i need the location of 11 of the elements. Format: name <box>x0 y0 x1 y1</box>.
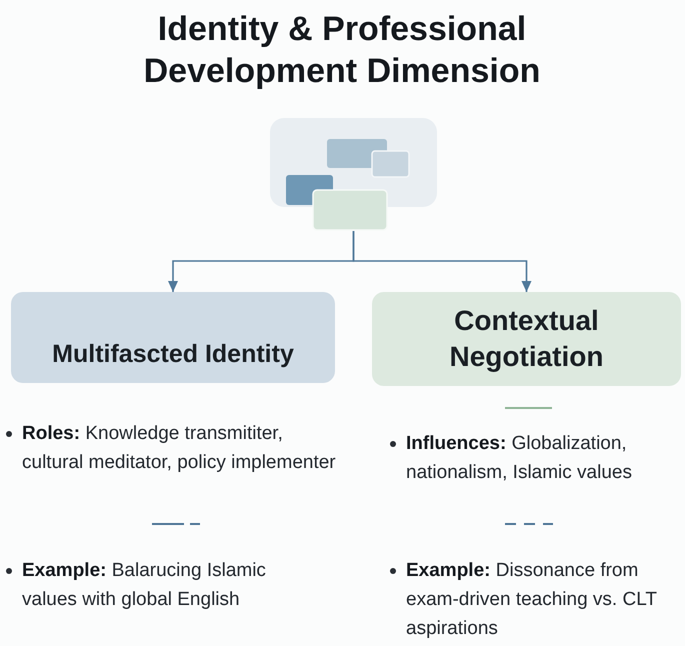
box-heading: Multifascted Identity <box>52 339 294 370</box>
bullet-text: Example: Dissonance from exam-driven teaching vs. CLT aspirations <box>406 559 658 641</box>
category-box <box>372 292 681 386</box>
connector-arrow <box>352 231 532 292</box>
bullet-text: Example: Balarucing Islamic values with global English <box>22 559 267 612</box>
stacked-cards-illustration <box>270 118 437 231</box>
diagram-title: Identity & Professional Development Dimension <box>142 9 542 92</box>
box-heading: Contextual Negotiation <box>448 304 604 374</box>
bullet-text: Roles: Knowledge transmititer, cultural meditator, policy implementer <box>22 422 337 475</box>
bullet-text: Influences: Globalization, nationalism, Islamic values <box>406 432 633 485</box>
category-box <box>11 292 335 383</box>
